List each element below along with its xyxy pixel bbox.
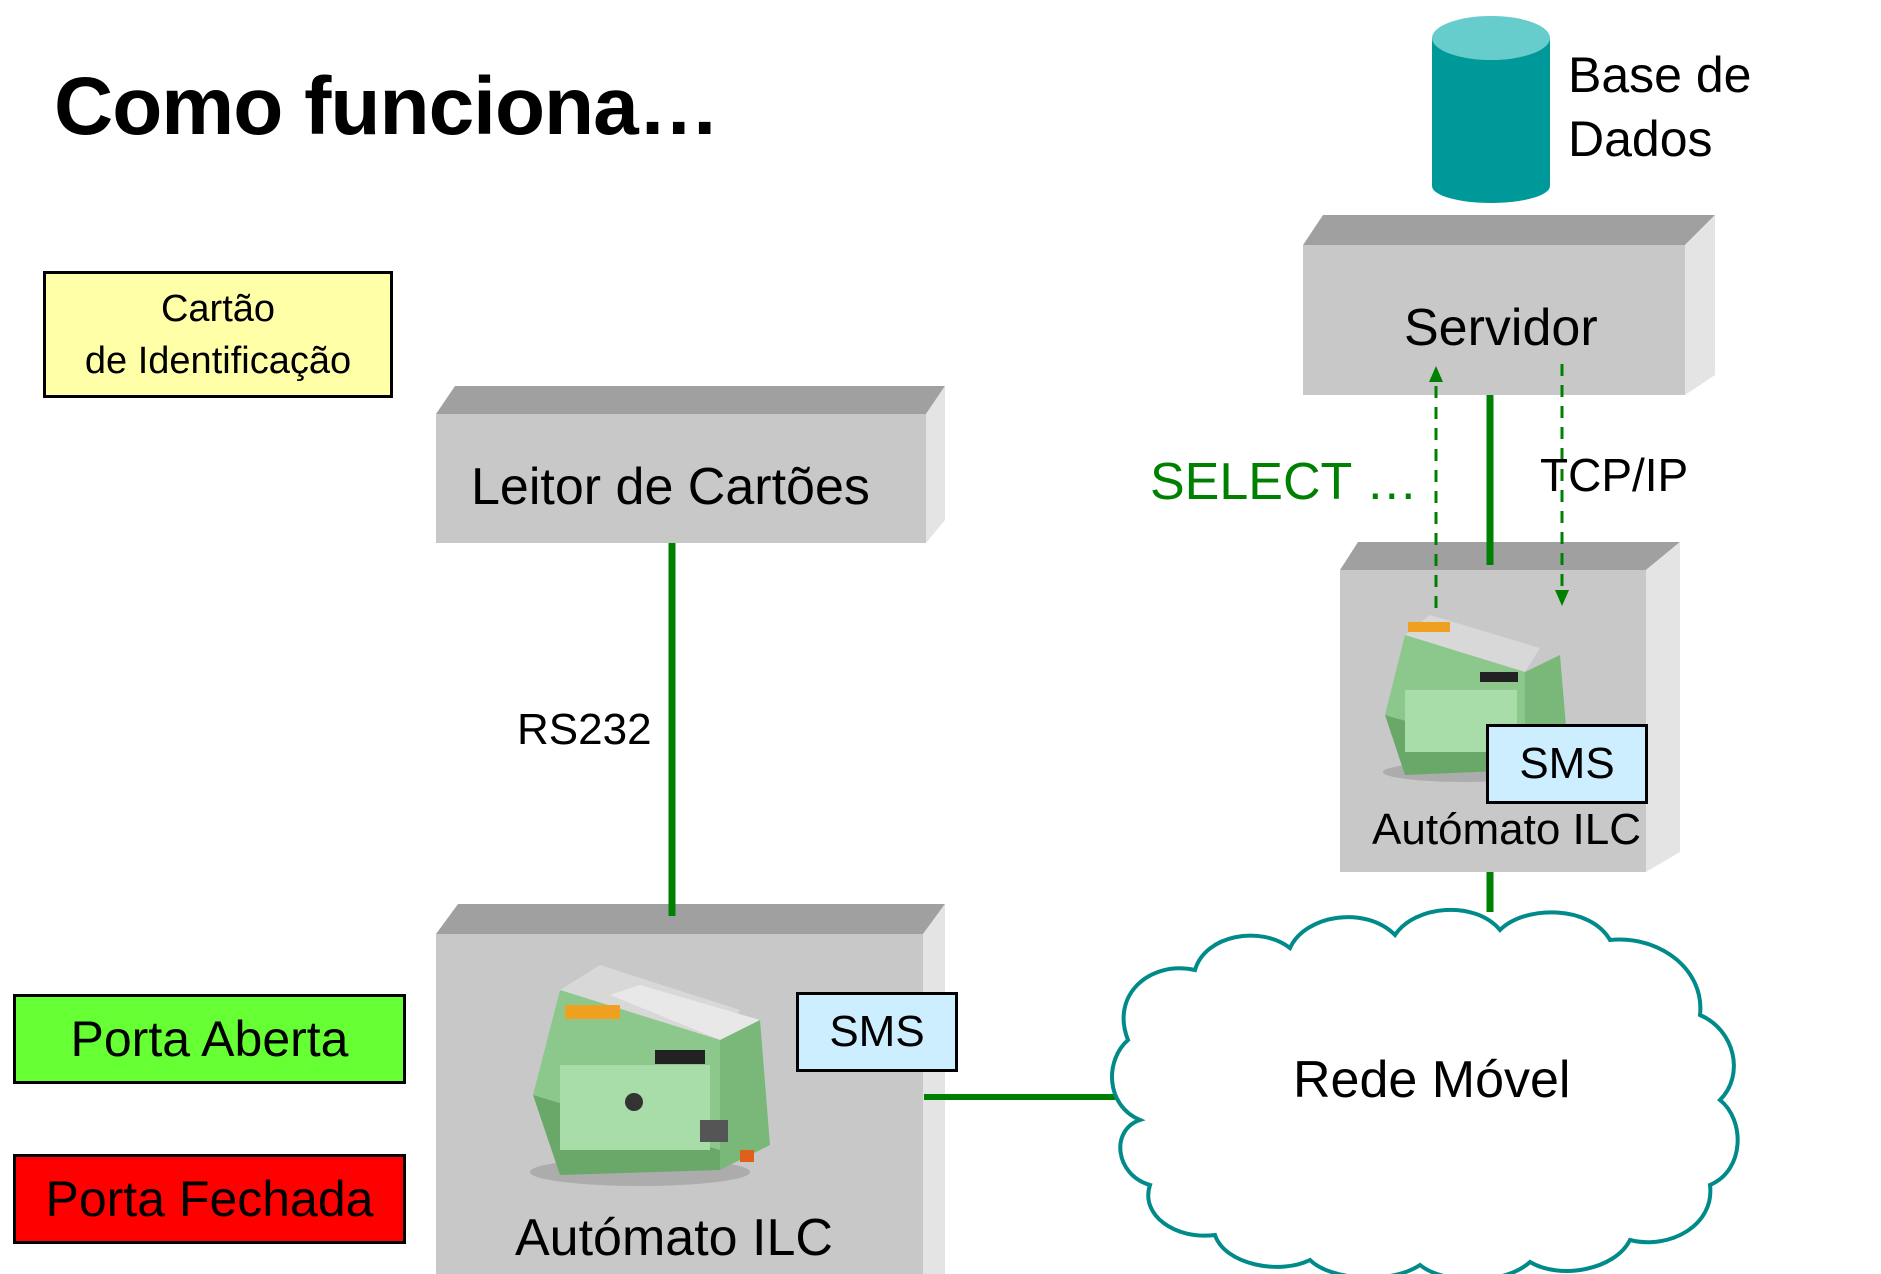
card-reader-label: Leitor de Cartões xyxy=(471,458,870,516)
server-label: Servidor xyxy=(1404,299,1598,357)
card-reader-box xyxy=(436,386,945,543)
server-box xyxy=(1303,215,1715,395)
id-card-box: Cartão de Identificação xyxy=(43,271,393,398)
mobile-network-cloud xyxy=(1110,908,1740,1274)
select-arrow xyxy=(1429,366,1443,608)
plc-main-label: Autómato ILC xyxy=(515,1209,833,1267)
tcpip-label: TCP/IP xyxy=(1540,449,1689,501)
door-closed-indicator: Porta Fechada xyxy=(13,1154,406,1244)
sms-badge-server: SMS xyxy=(1486,724,1648,804)
response-arrow xyxy=(1555,364,1569,606)
plc-server-label: Autómato ILC xyxy=(1372,805,1642,854)
rs232-label: RS232 xyxy=(517,705,652,754)
database-label-line1: Base de xyxy=(1568,47,1752,103)
plc-device-main xyxy=(530,965,770,1186)
sms-badge-main: SMS xyxy=(796,992,958,1072)
card-label-line1: Cartão xyxy=(160,287,276,330)
database-icon xyxy=(1432,16,1550,203)
database-label-line2: Dados xyxy=(1568,111,1713,167)
door-open-indicator: Porta Aberta xyxy=(13,994,406,1084)
card-label-line2: de Identificação xyxy=(84,339,352,382)
page-title: Como funciona… xyxy=(54,61,720,152)
mobile-network-label: Rede Móvel xyxy=(1293,1051,1571,1109)
select-query-label: SELECT … xyxy=(1150,453,1418,511)
